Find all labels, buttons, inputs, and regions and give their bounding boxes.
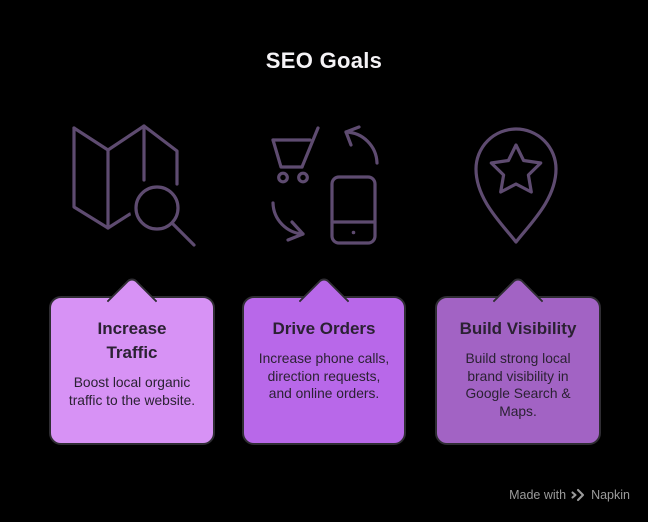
card-title: Increase Traffic: [97, 319, 167, 362]
card-title: Build Visibility: [459, 319, 577, 338]
made-with-label: Made with: [509, 488, 567, 502]
card-build-visibility: Build Visibility Build strong local bran…: [435, 275, 601, 445]
napkin-logo-icon: [571, 488, 585, 502]
cart-phone-cycle-icon: [271, 125, 379, 245]
icons-layer: [72, 124, 558, 247]
card-increase-traffic: Increase Traffic Boost local organic tra…: [49, 275, 215, 445]
location-star-pin-icon: [474, 127, 558, 244]
card-body: Build strong local brand visibility in G…: [465, 351, 571, 419]
card-body: Increase phone calls, direction requests…: [258, 351, 390, 402]
card-title: Drive Orders: [272, 319, 376, 338]
napkin-attribution: Made with Napkin: [509, 488, 630, 502]
map-search-icon: [72, 124, 196, 247]
brand-label: Napkin: [591, 488, 630, 502]
page-title: SEO Goals: [265, 48, 383, 73]
card-body: Boost local organic traffic to the websi…: [68, 375, 196, 408]
card-drive-orders: Drive Orders Increase phone calls, direc…: [242, 275, 406, 445]
